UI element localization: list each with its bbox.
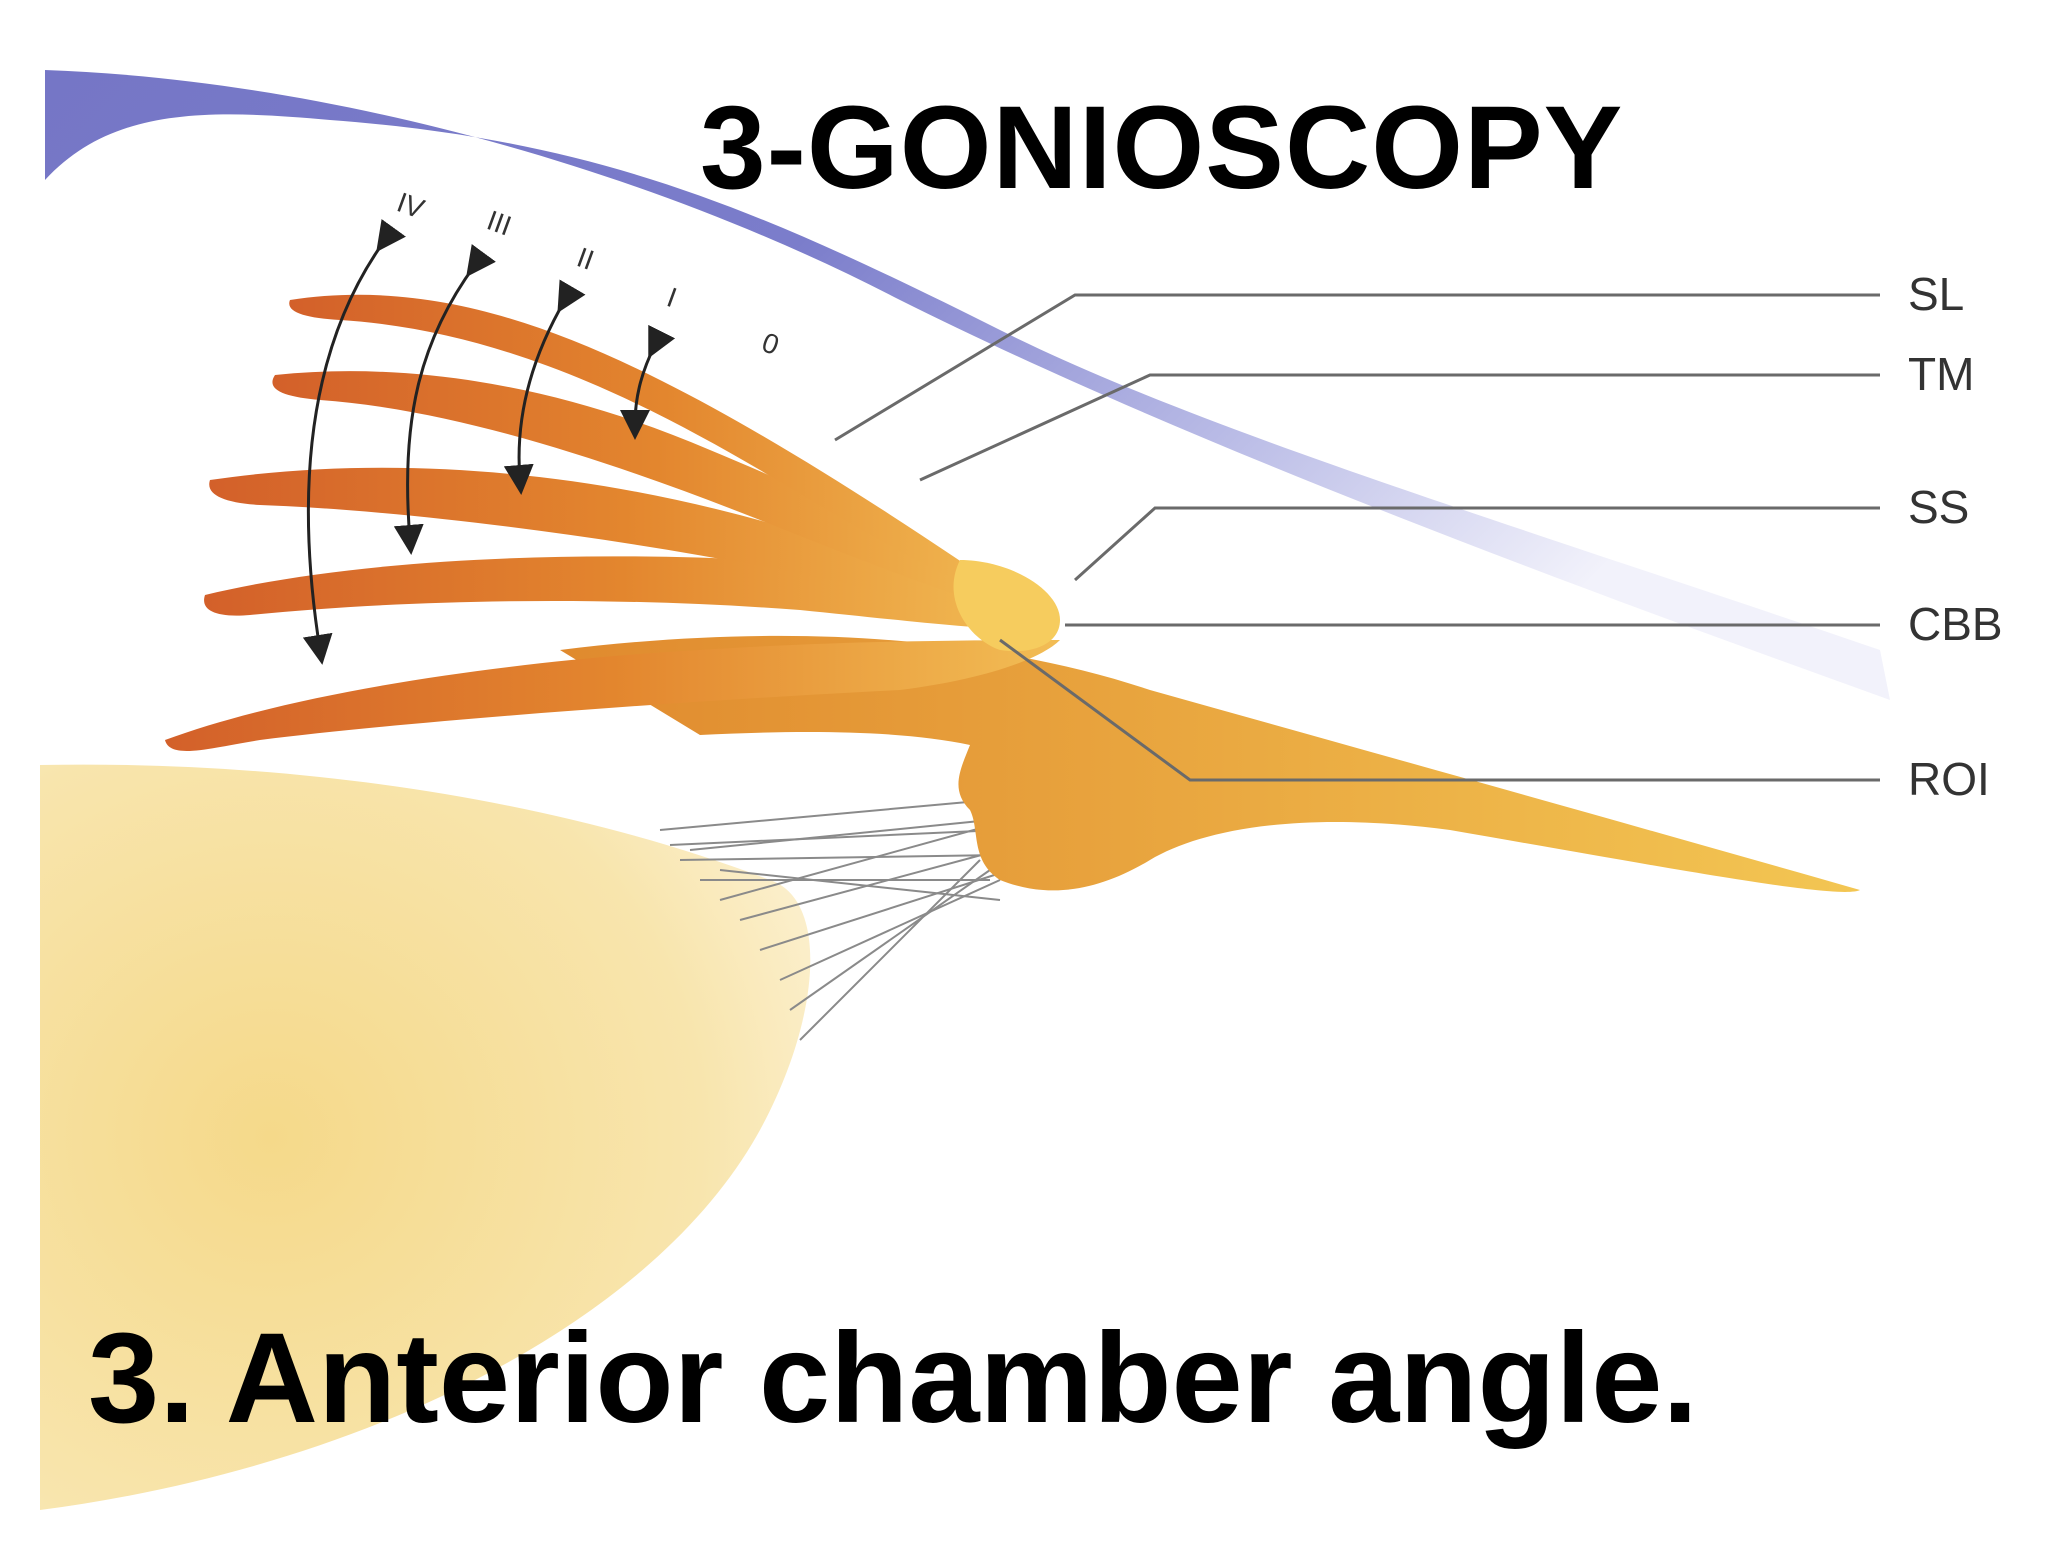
grade-label-0: 0 [758, 327, 783, 361]
grade-label-iii: III [483, 205, 516, 242]
leader-ss [1073, 506, 1880, 582]
grade-arrow-ii [503, 279, 586, 495]
label-ss: SS [1908, 481, 1969, 533]
label-cbb: CBB [1908, 598, 2003, 650]
grade-arrows [302, 219, 676, 665]
iris-position-0 [165, 640, 1060, 751]
iris-positions [165, 294, 1060, 751]
schlemm-canal [995, 482, 1065, 528]
grade-label-iv: IV [393, 187, 429, 225]
slide-caption: 3. Anterior chamber angle. [88, 1307, 1698, 1450]
leader-sl [834, 293, 1880, 442]
label-roi: ROI [1908, 753, 1990, 805]
lens [40, 764, 811, 1510]
iris-apex [953, 560, 1060, 652]
grade-arrow-iv [302, 219, 406, 665]
grade-arrow-iii [393, 244, 496, 555]
leader-roi [999, 638, 1880, 782]
grade-label-i: I [663, 282, 681, 314]
label-sl: SL [1908, 268, 1964, 320]
slide-title: 3-GONIOSCOPY [700, 82, 1624, 214]
grade-label-ii: II [573, 242, 598, 276]
grade-arrow-i [620, 324, 676, 440]
zonules [659, 799, 1011, 1041]
ciliary-body [560, 635, 1860, 892]
leader-lines [834, 293, 1880, 782]
leader-tm [919, 373, 1880, 482]
label-tm: TM [1908, 348, 1974, 400]
